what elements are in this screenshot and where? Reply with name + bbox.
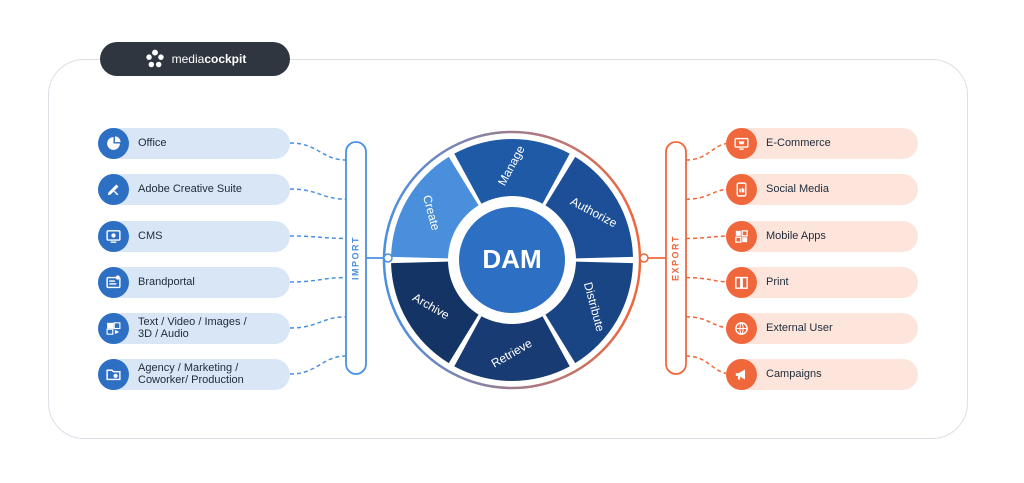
export-item-label: Campaigns xyxy=(766,368,822,380)
import-dash-line xyxy=(289,276,347,283)
import-dash-line xyxy=(289,235,347,240)
export-item-label: Print xyxy=(766,276,789,288)
flower-logo-icon xyxy=(145,49,164,68)
segment-create xyxy=(391,156,479,259)
export-connector-dot xyxy=(639,253,649,263)
segment-archive xyxy=(391,261,479,364)
segment-manage xyxy=(454,139,570,204)
export-label: EXPORT xyxy=(670,235,680,281)
export-dash-line xyxy=(685,235,733,240)
center-circle xyxy=(459,207,565,313)
export-item: Campaigns xyxy=(726,358,918,390)
import-item-label: Office xyxy=(138,137,167,149)
export-item: Mobile Apps xyxy=(726,220,918,252)
segment-retrieve xyxy=(454,316,570,382)
print-book-icon xyxy=(726,266,757,298)
import-label: IMPORT xyxy=(350,236,360,280)
import-dash-line xyxy=(289,316,347,329)
export-item-label: Mobile Apps xyxy=(766,230,826,242)
mediacockpit-logo: mediacockpit xyxy=(100,42,290,76)
import-item: Agency / Marketing / Coworker/ Productio… xyxy=(98,358,290,390)
media-files-icon xyxy=(98,312,129,344)
import-item: Adobe Creative Suite xyxy=(98,173,290,205)
import-item-label: Brandportal xyxy=(138,276,195,288)
import-connector-dot xyxy=(383,253,393,263)
segment-authorize xyxy=(545,156,633,259)
import-item: Text / Video / Images / 3D / Audio xyxy=(98,312,290,344)
pen-tools-icon xyxy=(98,173,129,205)
export-item: Social Media xyxy=(726,173,918,205)
export-dash-line xyxy=(685,276,733,283)
pie-chart-icon xyxy=(98,127,129,159)
folder-settings-icon xyxy=(98,358,129,390)
diagram-frame xyxy=(48,59,968,439)
import-item-label: Text / Video / Images / 3D / Audio xyxy=(138,316,247,340)
export-item: External User xyxy=(726,312,918,344)
import-item-label: Agency / Marketing / Coworker/ Productio… xyxy=(138,362,244,386)
export-item: E-Commerce xyxy=(726,127,918,159)
portal-window-icon xyxy=(98,266,129,298)
cms-gear-icon xyxy=(98,220,129,252)
export-item-label: External User xyxy=(766,322,833,334)
shop-screen-icon xyxy=(726,127,757,159)
import-item: Office xyxy=(98,127,290,159)
import-item-label: Adobe Creative Suite xyxy=(138,183,242,195)
export-item-label: Social Media xyxy=(766,183,829,195)
import-dash-line xyxy=(289,188,347,200)
app-grid-icon xyxy=(726,220,757,252)
export-item-label: E-Commerce xyxy=(766,137,831,149)
import-item: CMS xyxy=(98,220,290,252)
import-item: Brandportal xyxy=(98,266,290,298)
external-globe-icon xyxy=(726,312,757,344)
megaphone-icon xyxy=(726,358,757,390)
center-label: DAM xyxy=(482,244,541,274)
export-dash-line xyxy=(685,355,733,375)
export-dash-line xyxy=(685,142,733,161)
import-dash-line xyxy=(289,142,347,161)
logo-text-cockpit: cockpit xyxy=(204,52,247,66)
export-item: Print xyxy=(726,266,918,298)
segment-distribute xyxy=(545,261,633,364)
import-item-label: CMS xyxy=(138,230,163,242)
import-dash-line xyxy=(289,355,347,375)
mobile-like-icon xyxy=(726,173,757,205)
logo-text-media: media xyxy=(171,52,205,66)
